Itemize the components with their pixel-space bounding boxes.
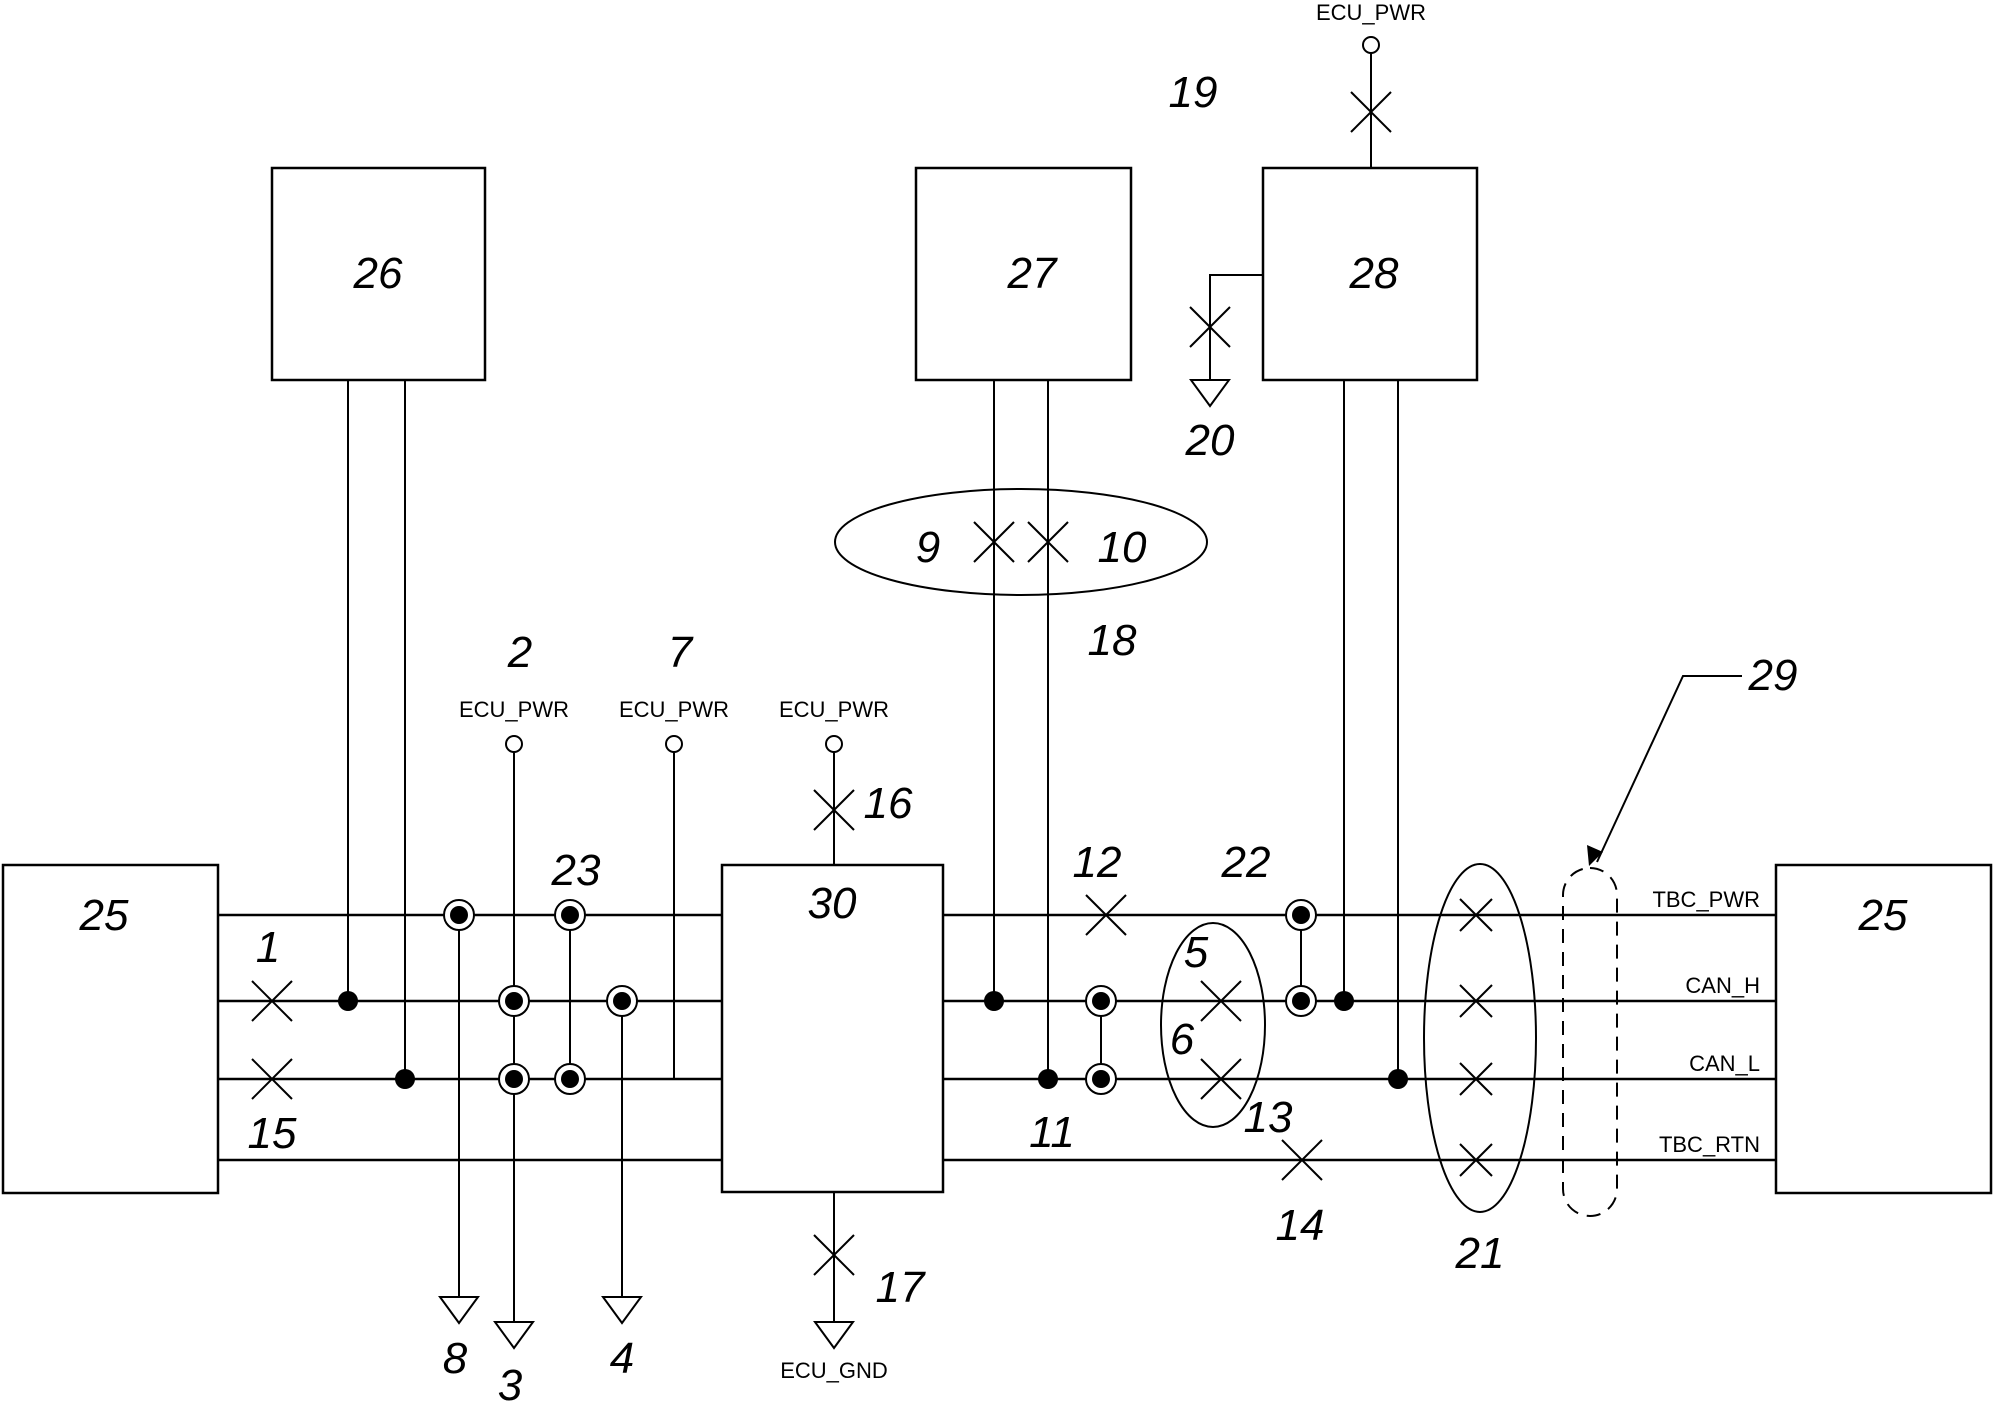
x-mark-14 xyxy=(1281,1139,1323,1181)
net-label-ecu-pwr: ECU_PWR xyxy=(1316,0,1426,25)
x-mark-21-d xyxy=(1459,1143,1493,1177)
x-mark-21-a xyxy=(1459,898,1493,932)
ref-19: 19 xyxy=(1169,68,1218,117)
right-controller-label: 25 xyxy=(1858,891,1908,940)
fault-point xyxy=(554,899,586,931)
x-mark-5 xyxy=(1200,980,1242,1022)
block-30-label: 30 xyxy=(808,879,857,928)
block-26-label: 26 xyxy=(353,249,403,298)
net-label-ecu-pwr: ECU_PWR xyxy=(459,697,569,722)
junction-dot xyxy=(338,991,358,1011)
x-mark-21-c xyxy=(1459,1062,1493,1096)
left-controller-box xyxy=(1,863,220,1195)
ref-20: 20 xyxy=(1185,416,1235,465)
bus-label-tbc-pwr: TBC_PWR xyxy=(1652,887,1760,912)
block-28-label: 28 xyxy=(1349,249,1399,298)
lead-20 xyxy=(1209,274,1263,380)
ellipse-group-9-10 xyxy=(834,488,1208,596)
fault-points xyxy=(443,899,1317,1095)
junction-dot xyxy=(1334,991,1354,1011)
x-mark-6 xyxy=(1200,1058,1242,1100)
junction-dot xyxy=(395,1069,415,1089)
ground-symbols xyxy=(438,379,1231,1350)
arrowhead-29 xyxy=(1587,845,1603,866)
ref-23: 23 xyxy=(551,846,601,895)
block-30-box xyxy=(720,863,945,1194)
ground-icon-8 xyxy=(438,1296,480,1325)
ecu-pwr-terminal-19 xyxy=(1362,36,1380,54)
bus-label-can-l: CAN_L xyxy=(1689,1051,1760,1076)
net-label-ecu-gnd: ECU_GND xyxy=(780,1358,888,1383)
fault-point xyxy=(443,899,475,931)
fault-point xyxy=(1085,985,1117,1017)
x-mark-9 xyxy=(973,521,1015,563)
ref-14: 14 xyxy=(1276,1201,1325,1250)
junction-dot xyxy=(984,991,1004,1011)
stub-lines xyxy=(347,380,1399,1079)
ellipse-group-5-6 xyxy=(1160,922,1266,1128)
fault-point xyxy=(1085,1063,1117,1095)
ecu-pwr-terminal-16 xyxy=(825,735,843,753)
ref-10: 10 xyxy=(1098,523,1147,572)
fault-point xyxy=(498,985,530,1017)
block-27-box xyxy=(914,166,1133,382)
block-26-box xyxy=(270,166,487,382)
bus-label-can-h: CAN_H xyxy=(1685,973,1760,998)
ground-icon-20 xyxy=(1189,379,1231,408)
x-mark-16 xyxy=(813,789,855,831)
ref-7: 7 xyxy=(668,628,694,677)
ellipse-group-21 xyxy=(1423,863,1537,1213)
reference-numerals: 1 15 2 7 23 8 3 4 16 17 9 10 18 12 22 5 … xyxy=(248,68,1798,1404)
fault-point xyxy=(498,1063,530,1095)
bus-label-tbc-rtn: TBC_RTN xyxy=(1659,1132,1760,1157)
x-mark-21-b xyxy=(1459,984,1493,1018)
ref-21: 21 xyxy=(1455,1229,1505,1278)
ref-6: 6 xyxy=(1170,1015,1195,1064)
ref-11: 11 xyxy=(1029,1108,1075,1157)
ref-13: 13 xyxy=(1244,1093,1293,1142)
ref-1: 1 xyxy=(256,923,280,972)
x-mark-12 xyxy=(1085,894,1127,936)
right-controller-box xyxy=(1774,863,1993,1195)
ref-8: 8 xyxy=(443,1334,468,1383)
fault-point xyxy=(1285,985,1317,1017)
ref-17: 17 xyxy=(876,1263,926,1312)
leader-29 xyxy=(1596,675,1742,863)
ground-icon-4 xyxy=(601,1296,643,1325)
ref-12: 12 xyxy=(1073,838,1122,887)
ref-5: 5 xyxy=(1184,928,1209,977)
x-mark-10 xyxy=(1027,521,1069,563)
left-controller-label: 25 xyxy=(79,891,129,940)
ref-9: 9 xyxy=(916,523,940,572)
bus-wires xyxy=(218,913,1776,1162)
connector-29-outline xyxy=(1562,867,1618,1217)
power-terminals xyxy=(505,36,1380,753)
x-mark-15 xyxy=(251,1058,293,1100)
ref-15: 15 xyxy=(248,1109,297,1158)
block-27-label: 27 xyxy=(1007,249,1058,298)
junction-dot xyxy=(1388,1069,1408,1089)
net-label-ecu-pwr: ECU_PWR xyxy=(619,697,729,722)
ref-4: 4 xyxy=(610,1334,634,1383)
net-label-ecu-pwr: ECU_PWR xyxy=(779,697,889,722)
junctions xyxy=(338,991,1408,1089)
ground-icon-3 xyxy=(493,1321,535,1350)
ref-18: 18 xyxy=(1088,616,1137,665)
ref-22: 22 xyxy=(1221,838,1271,887)
ref-16: 16 xyxy=(864,779,913,828)
fault-point xyxy=(606,985,638,1017)
fault-leads-left xyxy=(458,752,835,1322)
junction-dot xyxy=(1038,1069,1058,1089)
ref-29: 29 xyxy=(1748,651,1798,700)
ref-2: 2 xyxy=(507,628,532,677)
fault-point xyxy=(1285,899,1317,931)
ref-3: 3 xyxy=(498,1361,523,1404)
ecu-pwr-terminal-7 xyxy=(665,735,683,753)
ecu-pwr-terminal-2 xyxy=(505,735,523,753)
fault-point xyxy=(554,1063,586,1095)
x-mark-17 xyxy=(813,1234,855,1276)
ground-icon-17 xyxy=(813,1321,855,1350)
x-mark-1 xyxy=(251,980,293,1022)
